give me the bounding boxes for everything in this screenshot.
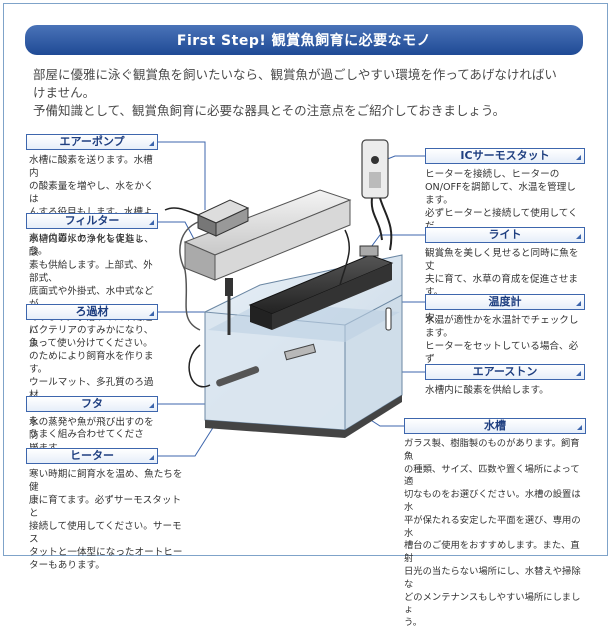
airstone-block: エアーストン 水槽内に酸素を供給します。 xyxy=(425,364,585,397)
airstone-device xyxy=(283,343,317,361)
airstone-label: エアーストン xyxy=(425,364,585,380)
light-block: ライト 観賞魚を美しく見せると同時に魚を丈 夫に育て、水草の育成を促進させます。… xyxy=(425,227,585,325)
tank-block: 水槽 ガラス製、樹脂製のものがあります。飼育魚 の種類、サイズ、匹数や置く場所に… xyxy=(404,418,586,630)
thermostat-label: ICサーモスタット xyxy=(425,148,585,164)
heater-desc: 寒い時期に飼育水を温め、魚たちを健 康に育てます。必ずサーモスタットと 接続して… xyxy=(29,469,183,571)
filter-label: フィルター xyxy=(26,213,158,229)
thermometer-label: 温度計 xyxy=(425,294,585,310)
light-label: ライト xyxy=(425,227,585,243)
airstone-desc: 水槽内に酸素を供給します。 xyxy=(425,385,549,396)
aquarium-illustration xyxy=(157,139,425,457)
heater-block: ヒーター 寒い時期に飼育水を温め、魚たちを健 康に育てます。必ずサーモスタットと… xyxy=(26,448,186,572)
airpump-label: エアーポンプ xyxy=(26,134,158,150)
banner-title: First Step! 観賞魚飼育に必要なモノ xyxy=(25,25,583,55)
thermometer-device xyxy=(385,307,392,331)
lid-block: フタ 水の蒸発や魚が飛び出すのを防 ぎます。 xyxy=(26,396,158,455)
tank-desc: ガラス製、樹脂製のものがあります。飼育魚 の種類、サイズ、匹数や置く場所によって… xyxy=(404,438,581,629)
heater-device xyxy=(216,366,260,387)
intro-text: 部屋に優雅に泳ぐ観賞魚を飼いたいなら、観賞魚が過ごしやすい環境を作ってあげなけれ… xyxy=(33,66,588,120)
lid-label: フタ xyxy=(26,396,158,412)
airpump-block: エアーポンプ 水槽に酸素を送ります。水槽内 の酸素量を増やし、水をかくは んする… xyxy=(26,134,158,258)
heater-label: ヒーター xyxy=(26,448,158,464)
thermostat-device xyxy=(361,139,389,199)
intro-line-2: 予備知識として、観賞魚飼育に必要な器具とその注意点をご紹介しておきましょう。 xyxy=(33,103,506,118)
tank-label: 水槽 xyxy=(404,418,586,434)
intro-line-1: 部屋に優雅に泳ぐ観賞魚を飼いたいなら、観賞魚が過ごしやすい環境を作ってあげなけれ… xyxy=(33,67,557,100)
media-label: ろ過材 xyxy=(26,304,158,320)
